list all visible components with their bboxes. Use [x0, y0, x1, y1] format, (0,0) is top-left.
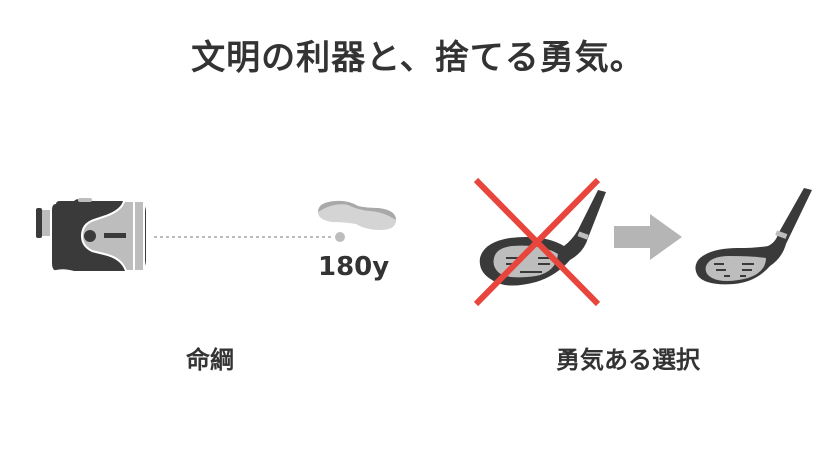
arrow-right-icon — [614, 214, 682, 260]
driver-club-icon — [473, 177, 606, 307]
rangefinder-icon — [36, 198, 146, 272]
red-x-icon — [473, 177, 601, 307]
green-icon — [318, 200, 396, 230]
distance-label: 180y — [318, 252, 390, 282]
caption-brave-choice: 勇気ある選択 — [556, 346, 700, 374]
distance-line — [154, 232, 345, 242]
caption-lifeline: 命綱 — [186, 346, 234, 374]
fairway-wood-club-icon — [695, 188, 812, 285]
page-title: 文明の利器と、捨てる勇気。 — [191, 38, 645, 78]
